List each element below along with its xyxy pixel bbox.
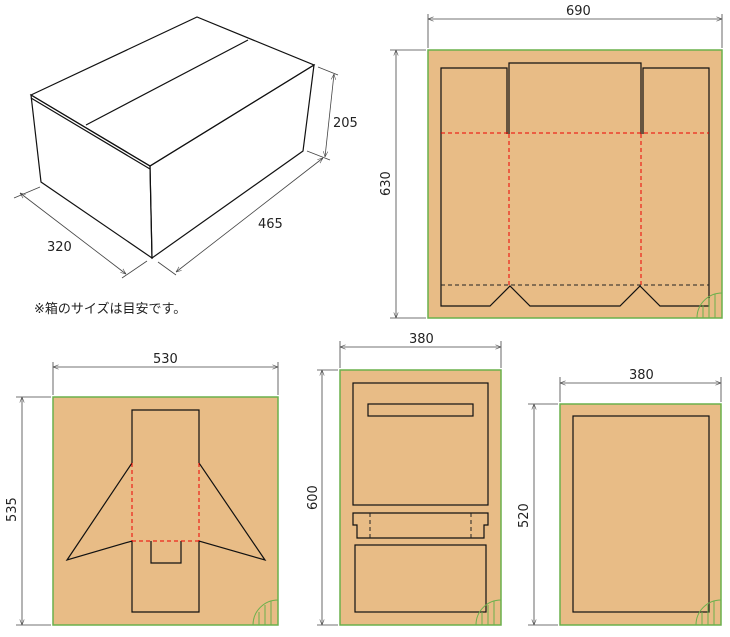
depth-dimension-line xyxy=(20,193,126,274)
box-front-face xyxy=(30,93,153,260)
box-side-face xyxy=(149,63,315,260)
panel3-width-label: 380 xyxy=(409,332,434,347)
width-dimension-line xyxy=(176,158,323,272)
grain-mark-icon xyxy=(695,599,722,626)
height-dimension-line xyxy=(325,74,334,157)
grain-mark-icon xyxy=(475,599,502,626)
panel4-height-label: 520 xyxy=(517,503,532,528)
panel-body-blank: 690 630 xyxy=(379,4,723,319)
size-note: ※箱のサイズは目安です。 xyxy=(34,301,186,317)
panel1-width-label: 690 xyxy=(566,4,591,19)
height-label: 205 xyxy=(333,116,358,131)
panel4-width-label: 380 xyxy=(629,368,654,383)
panel-insert-tray: 380 600 xyxy=(306,332,502,626)
panel-insert-cross: 530 535 xyxy=(5,352,279,626)
panel2-height-label: 535 xyxy=(5,497,20,522)
depth-label: 320 xyxy=(47,240,72,255)
grain-mark-icon xyxy=(252,599,279,626)
box-flap-edge xyxy=(30,97,151,170)
panel1-height-label: 630 xyxy=(379,171,394,196)
box-seam xyxy=(85,39,249,126)
panel-pad: 380 520 xyxy=(517,368,722,626)
box-3d: 205 465 320 ※箱のサイズは目安です。 xyxy=(13,16,358,317)
width-label: 465 xyxy=(258,217,283,232)
grain-mark-icon xyxy=(696,292,723,319)
panel2-width-label: 530 xyxy=(153,352,178,367)
panel3-height-label: 600 xyxy=(306,485,321,510)
